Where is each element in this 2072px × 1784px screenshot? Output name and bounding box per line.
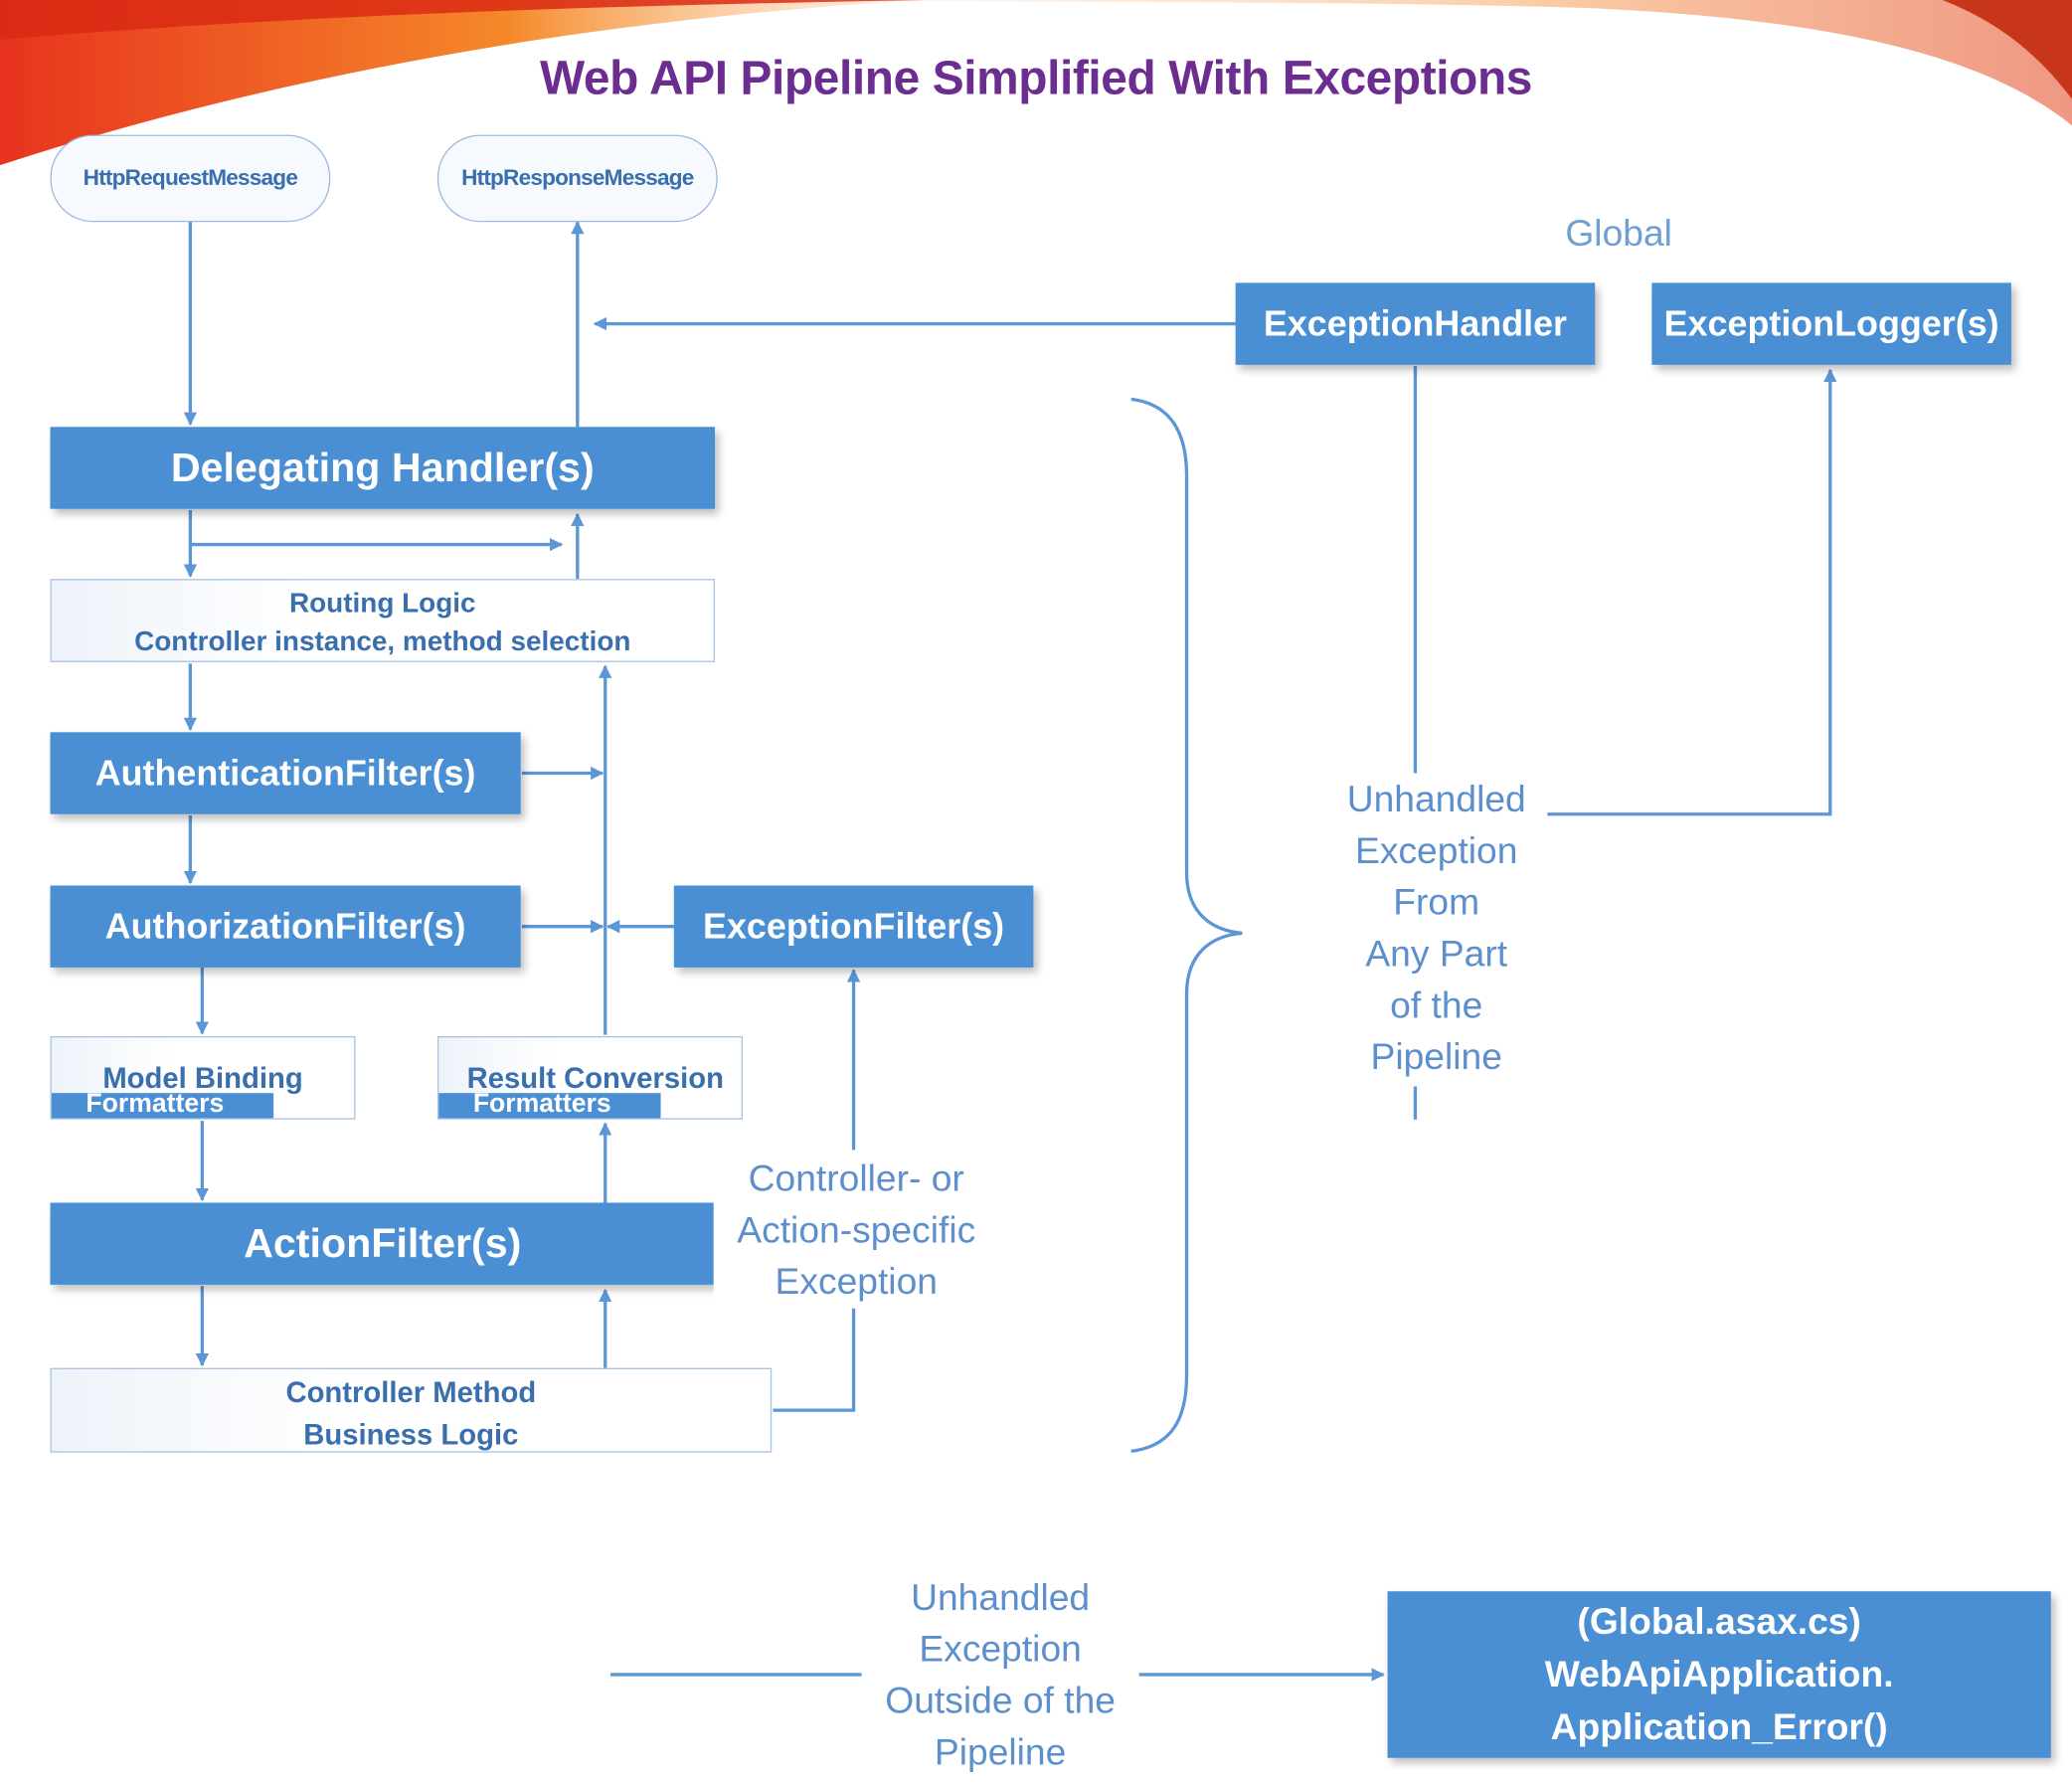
unhandled-outside-line-1: Unhandled: [911, 1576, 1091, 1618]
application-error-box: (Global.asax.cs) WebApiApplication. Appl…: [1387, 1591, 2051, 1758]
routing-logic-title: Routing Logic: [288, 588, 476, 620]
application-error-line-1: (Global.asax.cs): [1577, 1600, 1861, 1642]
page-title: Web API Pipeline Simplified With Excepti…: [539, 50, 1533, 104]
unhandled-outside-line-2: Exception: [919, 1628, 1082, 1670]
unhandled-pipeline-line-2: Exception: [1355, 829, 1518, 871]
routing-logic-box: Routing Logic Controller instance, metho…: [50, 579, 716, 662]
http-request-node: HttpRequestMessage: [50, 134, 331, 223]
unhandled-outside-line-4: Pipeline: [934, 1731, 1067, 1773]
controller-exception-line-3: Exception: [775, 1260, 938, 1303]
controller-method-title: Controller Method: [285, 1375, 537, 1409]
controller-exception-line-1: Controller- or: [748, 1158, 964, 1199]
controller-exception-label: Controller- or Action-specific Exception: [713, 1152, 999, 1308]
authentication-filter-box: AuthenticationFilter(s): [50, 732, 521, 814]
controller-method-box: Controller Method Business Logic: [50, 1367, 773, 1453]
http-response-node: HttpResponseMessage: [436, 134, 718, 223]
exception-logger-box: ExceptionLogger(s): [1651, 282, 2011, 365]
model-binding-label: Model Binding: [102, 1061, 303, 1095]
pipeline-brace: [1130, 397, 1243, 1454]
action-filter-box: ActionFilter(s): [50, 1202, 716, 1285]
result-conversion-formatters-tag: Formatters: [438, 1093, 661, 1119]
unhandled-outside-line-3: Outside of the: [885, 1680, 1116, 1721]
global-label: Global: [1565, 212, 1672, 255]
unhandled-pipeline-line-6: Pipeline: [1370, 1036, 1502, 1078]
application-error-line-2: WebApiApplication.: [1544, 1653, 1894, 1695]
result-conversion-box: Result Conversion Formatters: [436, 1036, 743, 1120]
controller-exception-line-2: Action-specific: [737, 1209, 976, 1251]
application-error-line-3: Application_Error(): [1550, 1705, 1888, 1748]
model-binding-formatters-tag: Formatters: [51, 1093, 274, 1119]
exception-handler-box: ExceptionHandler: [1235, 282, 1596, 365]
decorative-swoosh: [0, 0, 2072, 166]
delegating-handler-box: Delegating Handler(s): [50, 427, 716, 509]
controller-method-subtitle: Business Logic: [303, 1418, 519, 1452]
unhandled-outside-label: Unhandled Exception Outside of the Pipel…: [861, 1571, 1139, 1778]
unhandled-pipeline-label: Unhandled Exception From Any Part of the…: [1325, 773, 1548, 1083]
routing-logic-subtitle: Controller instance, method selection: [134, 625, 631, 657]
unhandled-pipeline-line-5: of the: [1390, 984, 1483, 1026]
model-binding-box: Model Binding Formatters: [50, 1036, 356, 1120]
unhandled-pipeline-line-4: Any Part: [1365, 933, 1508, 975]
authorization-filter-box: AuthorizationFilter(s): [50, 885, 521, 968]
result-conversion-label: Result Conversion: [466, 1061, 724, 1095]
arrow-unhandled-to-logger: [1540, 368, 1837, 816]
unhandled-pipeline-line-1: Unhandled: [1346, 778, 1526, 820]
unhandled-pipeline-line-3: From: [1393, 881, 1480, 923]
exception-filter-box: ExceptionFilter(s): [673, 885, 1034, 968]
arrow-controller-to-exceptionfilter: [773, 1308, 856, 1412]
